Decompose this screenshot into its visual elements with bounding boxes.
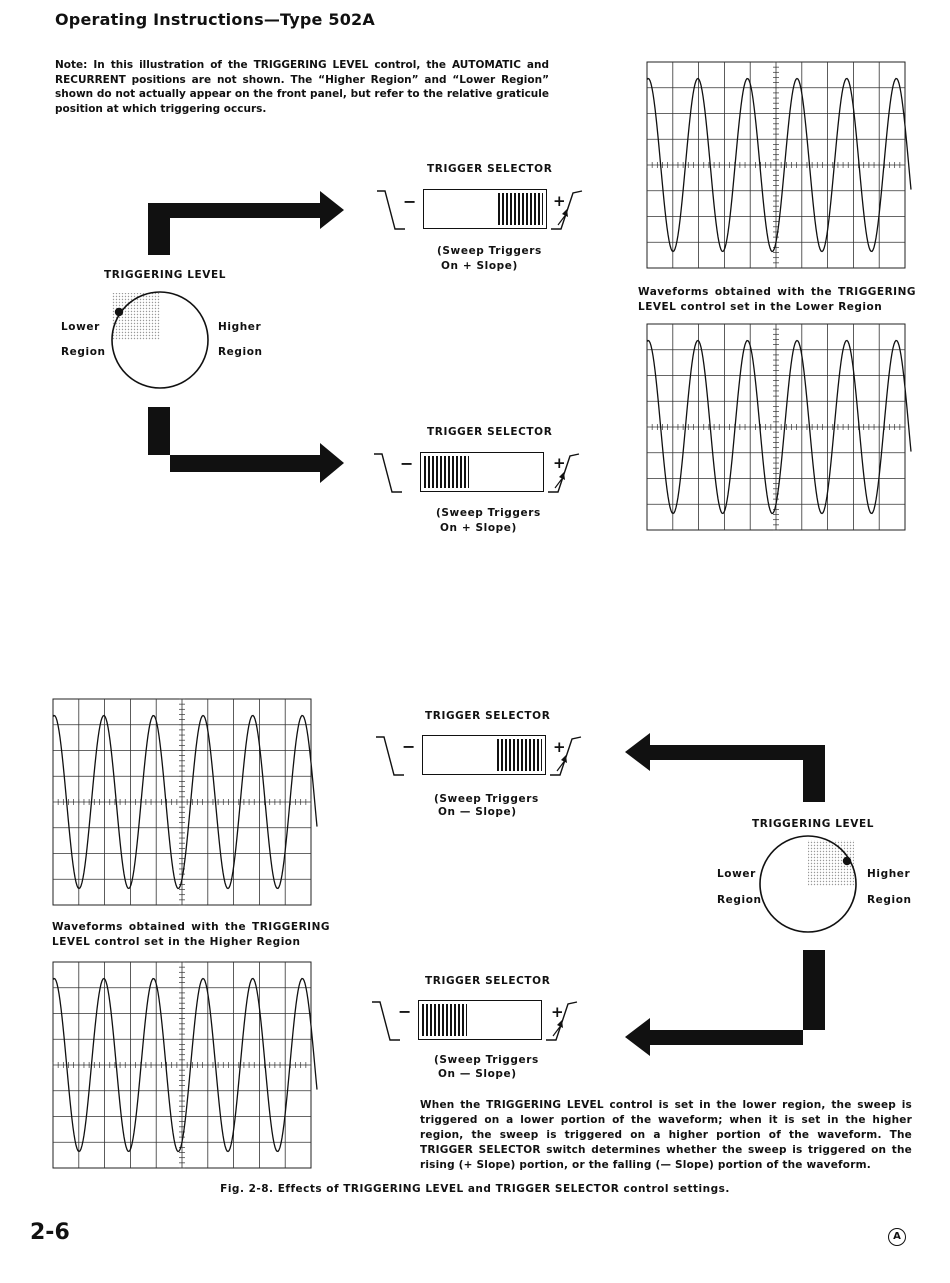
note-paragraph: Note: In this illustration of the TRIGGE… <box>55 59 549 115</box>
plus-sign: + <box>553 738 567 756</box>
page-header: Operating Instructions—Type 502A <box>55 10 375 29</box>
selector-switch-body[interactable] <box>422 735 546 775</box>
slope-symbols <box>377 190 583 230</box>
plus-sign: + <box>553 192 567 210</box>
selector-title: TRIGGER SELECTOR <box>425 710 551 722</box>
sweep-line-2: On + Slope) <box>440 522 517 534</box>
arrows-lower <box>148 191 344 483</box>
minus-sign: − <box>400 454 415 473</box>
scope-display-1 <box>646 61 912 269</box>
slope-symbols <box>372 1001 578 1041</box>
triggering-level-knob <box>111 291 209 389</box>
sweep-line-1: (Sweep Triggers <box>434 1054 539 1066</box>
slope-symbols <box>376 736 582 776</box>
selector-title: TRIGGER SELECTOR <box>427 163 553 175</box>
selector-lever-left <box>424 456 469 488</box>
sweep-line-1: (Sweep Triggers <box>436 507 541 519</box>
caption-lower-region: Waveforms obtained with the TRIGGERING L… <box>638 286 916 313</box>
knob-indicator-dot <box>114 307 124 317</box>
sweep-line-2: On + Slope) <box>441 260 518 272</box>
selector-switch-body[interactable] <box>423 189 547 229</box>
sweep-line-2: On — Slope) <box>438 806 517 818</box>
knob-label-higher: Higher <box>218 321 262 333</box>
scope-display-4 <box>52 961 318 1169</box>
selector-lever-right <box>498 193 543 225</box>
sweep-line-1: (Sweep Triggers <box>437 245 542 257</box>
minus-sign: − <box>398 1002 413 1021</box>
selector-lever-left <box>422 1004 467 1036</box>
knob-label-lower: Lower <box>61 321 100 333</box>
plus-sign: + <box>553 454 567 472</box>
sweep-line-2: On — Slope) <box>438 1068 517 1080</box>
arrows-higher <box>625 733 825 1056</box>
selector-lever-right <box>497 739 542 771</box>
scope-display-3 <box>52 698 318 906</box>
selector-switch-body[interactable] <box>420 452 544 492</box>
selector-switch-body[interactable] <box>418 1000 542 1040</box>
knob-label-higher-region: Region <box>218 346 263 358</box>
minus-sign: − <box>403 192 418 211</box>
revision-mark: A <box>888 1228 906 1246</box>
figure-caption: Fig. 2-8. Effects of TRIGGERING LEVEL an… <box>220 1183 730 1195</box>
triggering-level-knob-2 <box>759 835 857 933</box>
sine-trace <box>52 977 318 1153</box>
knob2-indicator-dot <box>842 856 852 866</box>
page-number: 2-6 <box>30 1220 70 1245</box>
explanation-paragraph: When the TRIGGERING LEVEL control is set… <box>420 1099 912 1171</box>
sweep-line-1: (Sweep Triggers <box>434 793 539 805</box>
triggering-level-label: TRIGGERING LEVEL <box>104 269 227 281</box>
sine-trace <box>646 77 912 253</box>
selector-title: TRIGGER SELECTOR <box>425 975 551 987</box>
plus-sign: + <box>551 1003 565 1021</box>
knob2-label-lower: Lower <box>717 868 756 880</box>
minus-sign: − <box>402 737 417 756</box>
sine-trace <box>52 714 318 890</box>
knob2-label-higher-region: Region <box>867 894 912 906</box>
selector-title: TRIGGER SELECTOR <box>427 426 553 438</box>
caption-higher-region: Waveforms obtained with the TRIGGERING L… <box>52 921 330 948</box>
triggering-level-label-2: TRIGGERING LEVEL <box>752 818 875 830</box>
knob-label-lower-region: Region <box>61 346 106 358</box>
knob2-label-higher: Higher <box>867 868 911 880</box>
sine-trace <box>646 339 912 515</box>
slope-symbols <box>374 453 580 493</box>
scope-display-2 <box>646 323 912 531</box>
knob2-label-lower-region: Region <box>717 894 762 906</box>
